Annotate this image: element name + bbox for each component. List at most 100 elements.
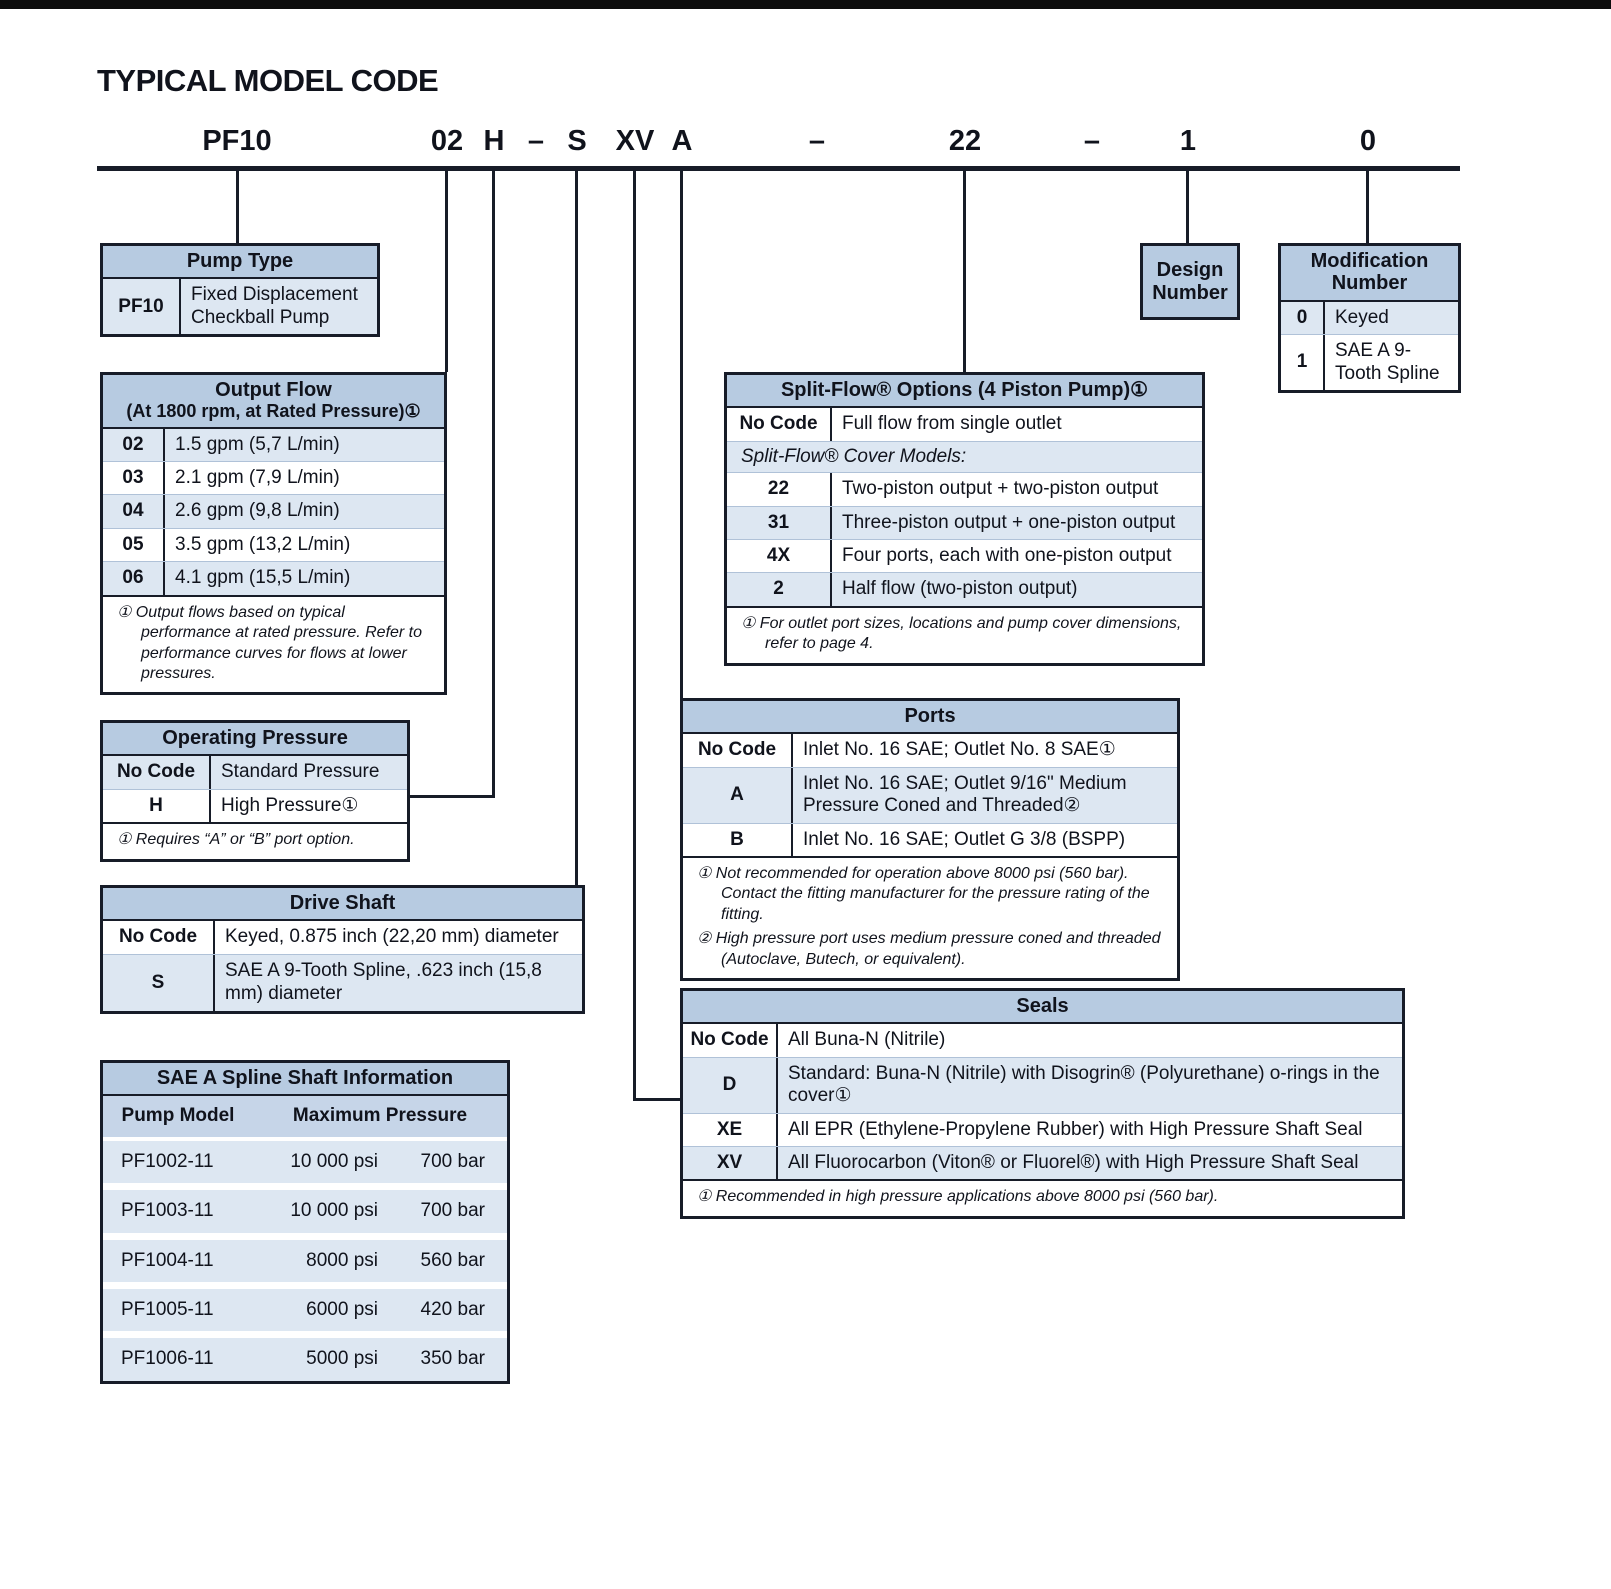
table-row: D Standard: Buna-N (Nitrile) with Disogr… <box>683 1056 1402 1113</box>
table-row: No Code Inlet No. 16 SAE; Outlet No. 8 S… <box>683 734 1177 767</box>
table-row: PF1004-11 8000 psi 560 bar <box>103 1239 507 1290</box>
spline-col-headers: Pump Model Maximum Pressure <box>103 1096 507 1141</box>
seals-footnote: ① Recommended in high pressure applicati… <box>683 1179 1402 1216</box>
desc-cell: Inlet No. 16 SAE; Outlet No. 8 SAE① <box>803 739 1116 761</box>
desc-cell: Fixed Displacement Checkball Pump <box>191 284 358 328</box>
connector-line <box>1186 171 1189 243</box>
desc-cell: Half flow (two-piston output) <box>842 578 1078 600</box>
model-code-separator: – <box>527 125 545 157</box>
model-code-segment-shaft: S <box>567 125 587 157</box>
table-row: XE All EPR (Ethylene-Propylene Rubber) w… <box>683 1112 1402 1147</box>
table-row: PF1003-11 10 000 psi 700 bar <box>103 1190 507 1240</box>
psi-cell: 10 000 psi <box>290 1200 378 1222</box>
page-title: TYPICAL MODEL CODE <box>97 63 439 98</box>
table-row: PF10 Fixed Displacement Checkball Pump <box>103 279 377 335</box>
model-code-segment-pump-type: PF10 <box>202 125 272 157</box>
code-cell: No Code <box>103 756 211 789</box>
code-cell: S <box>103 954 215 1011</box>
bar-cell: 700 bar <box>420 1200 485 1222</box>
table-row: A Inlet No. 16 SAE; Outlet 9/16" Medium … <box>683 766 1177 823</box>
code-cell: A <box>683 767 793 823</box>
connector-line <box>1366 171 1369 243</box>
code-cell: 4X <box>727 540 832 573</box>
drive-shaft-table: Drive Shaft No Code Keyed, 0.875 inch (2… <box>100 885 585 1014</box>
table-row: 03 2.1 gpm (7,9 L/min) <box>103 460 444 495</box>
model-code-segment-ports: A <box>671 125 693 157</box>
connector-line <box>575 171 578 885</box>
psi-cell: 6000 psi <box>306 1299 378 1321</box>
desc-cell: 1.5 gpm (5,7 L/min) <box>175 433 340 455</box>
code-cell: XV <box>683 1147 778 1180</box>
model-code-separator: – <box>1083 125 1101 157</box>
table-row: No Code Keyed, 0.875 inch (22,20 mm) dia… <box>103 921 582 954</box>
model-code-segment-seals: XV <box>615 125 655 157</box>
desc-cell: Four ports, each with one-piston output <box>842 545 1172 567</box>
code-cell: No Code <box>683 1024 778 1057</box>
pump-type-title: Pump Type <box>103 246 377 280</box>
code-cell: H <box>103 789 211 823</box>
bar-cell: 350 bar <box>420 1348 485 1370</box>
table-row: S SAE A 9-Tooth Spline, .623 inch (15,8 … <box>103 953 582 1011</box>
desc-cell: All Buna-N (Nitrile) <box>788 1029 946 1051</box>
table-row: PF1002-11 10 000 psi 700 bar <box>103 1140 507 1191</box>
table-row-cover-models: Split-Flow® Cover Models: <box>727 440 1202 473</box>
connector-line <box>963 171 966 372</box>
psi-cell: 5000 psi <box>306 1348 378 1370</box>
bar-cell: 560 bar <box>420 1249 485 1271</box>
connector-line <box>680 171 683 698</box>
table-row: No Code Full flow from single outlet <box>727 408 1202 441</box>
model-code-segment-design: 1 <box>1179 125 1197 157</box>
table-row: 31 Three-piston output + one-piston outp… <box>727 505 1202 540</box>
code-cell: 22 <box>727 473 832 506</box>
modification-number-table: Modification Number 0 Keyed 1 SAE A 9-To… <box>1278 243 1461 393</box>
desc-cell: All Fluorocarbon (Viton® or Fluorel®) wi… <box>788 1152 1359 1174</box>
model-code-rule <box>97 166 1460 171</box>
desc-cell: Inlet No. 16 SAE; Outlet G 3/8 (BSPP) <box>803 828 1126 850</box>
desc-cell: Three-piston output + one-piston output <box>842 511 1176 533</box>
table-row: XV All Fluorocarbon (Viton® or Fluorel®)… <box>683 1146 1402 1180</box>
connector-line <box>236 171 239 243</box>
table-row: 05 3.5 gpm (13,2 L/min) <box>103 527 444 562</box>
table-row: No Code Standard Pressure <box>103 756 407 789</box>
code-cell: 02 <box>103 428 165 461</box>
desc-cell: Two-piston output + two-piston output <box>842 478 1159 500</box>
output-flow-title-line2: (At 1800 rpm, at Rated Pressure)① <box>126 401 421 422</box>
connector-line <box>633 171 636 1101</box>
connector-line <box>492 171 495 798</box>
split-flow-table: Split-Flow® Options (4 Piston Pump)① No … <box>724 372 1205 666</box>
desc-cell: 4.1 gpm (15,5 L/min) <box>175 567 351 589</box>
model-code-separator: – <box>808 125 826 157</box>
spline-info-table: SAE A Spline Shaft Information Pump Mode… <box>100 1060 510 1384</box>
operating-pressure-title: Operating Pressure <box>103 723 407 757</box>
code-cell: No Code <box>683 734 793 767</box>
page-top-rule <box>0 0 1611 9</box>
ports-title: Ports <box>683 701 1177 735</box>
table-row: 1 SAE A 9-Tooth Spline <box>1281 334 1458 390</box>
output-flow-title: Output Flow (At 1800 rpm, at Rated Press… <box>103 375 444 429</box>
bar-cell: 700 bar <box>420 1150 485 1172</box>
code-cell: 04 <box>103 495 165 528</box>
code-cell: 31 <box>727 506 832 540</box>
table-row: B Inlet No. 16 SAE; Outlet G 3/8 (BSPP) <box>683 822 1177 857</box>
desc-cell: High Pressure① <box>221 794 359 816</box>
desc-cell: Full flow from single outlet <box>842 413 1062 435</box>
pump-model-cell: PF1002-11 <box>121 1150 214 1172</box>
code-cell: 03 <box>103 461 165 495</box>
ports-footnotes: ① Not recommended for operation above 80… <box>683 856 1177 979</box>
table-row: PF1005-11 6000 psi 420 bar <box>103 1289 507 1339</box>
pump-model-cell: PF1005-11 <box>121 1299 214 1321</box>
psi-cell: 10 000 psi <box>290 1150 378 1172</box>
cover-models-label: Split-Flow® Cover Models: <box>741 445 967 467</box>
code-cell: No Code <box>103 921 215 954</box>
seals-table: Seals No Code All Buna-N (Nitrile) D Sta… <box>680 988 1405 1219</box>
desc-cell: Keyed <box>1335 306 1389 328</box>
bar-cell: 420 bar <box>420 1299 485 1321</box>
code-cell: 2 <box>727 573 832 606</box>
code-cell: 05 <box>103 528 165 562</box>
code-cell: B <box>683 823 793 857</box>
code-cell: PF10 <box>103 279 181 335</box>
table-row: PF1006-11 5000 psi 350 bar <box>103 1338 507 1381</box>
desc-cell: All EPR (Ethylene-Propylene Rubber) with… <box>788 1118 1363 1140</box>
table-row: 4X Four ports, each with one-piston outp… <box>727 539 1202 573</box>
connector-line <box>445 171 448 372</box>
